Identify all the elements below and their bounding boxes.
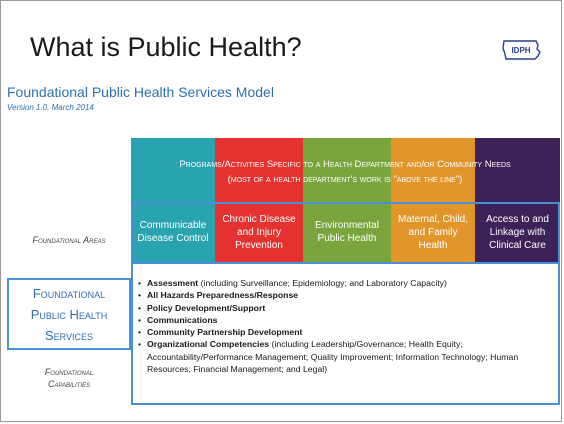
list-item: All Hazards Preparedness/Response xyxy=(138,289,556,302)
area-maternal-child: Maternal, Child, and Family Health xyxy=(391,202,475,262)
list-item: Community Partnership Development xyxy=(138,326,556,339)
band-segment-5 xyxy=(475,138,560,202)
iowa-state-logo-icon: IDPH xyxy=(502,40,541,60)
capabilities-list: Assessment (including Surveillance; Epid… xyxy=(138,277,556,375)
area-communicable-disease: Communicable Disease Control xyxy=(131,202,215,262)
area-clinical-care: Access to and Linkage with Clinical Care xyxy=(475,202,560,262)
band-segment-1 xyxy=(131,138,215,202)
slide-title: What is Public Health? xyxy=(30,32,302,62)
model-subtitle: Foundational Public Health Services Mode… xyxy=(7,84,274,100)
band-segment-2 xyxy=(215,138,303,202)
area-environmental-health: Environmental Public Health xyxy=(303,202,391,262)
foundational-services-box: Foundational Public Health Services xyxy=(7,278,131,350)
foundational-capabilities-label: Foundational Capabilities xyxy=(10,366,128,390)
list-item: Communications xyxy=(138,314,556,327)
foundational-areas-label: Foundational Areas xyxy=(32,235,106,245)
area-chronic-disease: Chronic Disease and Injury Prevention xyxy=(215,202,303,262)
band-segment-4 xyxy=(391,138,475,202)
fps-line-2: Public Health xyxy=(30,306,108,322)
programs-band-text: Programs/Activities Specific to a Health… xyxy=(130,157,560,187)
model-version: Version 1.0, March 2014 xyxy=(7,103,94,112)
list-item: Policy Development/Support xyxy=(138,302,556,315)
band-line-2: (most of a health department's work is "… xyxy=(227,174,463,185)
capabilities-label-line-2: Capabilities xyxy=(47,379,91,389)
band-line-1: Programs/Activities Specific to a Health… xyxy=(179,159,511,170)
list-item: Assessment (including Surveillance; Epid… xyxy=(138,277,556,290)
band-segment-3 xyxy=(303,138,391,202)
capabilities-label-line-1: Foundational xyxy=(44,367,94,377)
logo-text: IDPH xyxy=(511,46,530,55)
fps-line-3: Services xyxy=(44,327,94,343)
fps-line-1: Foundational xyxy=(32,285,106,301)
list-item: Organizational Competencies (including L… xyxy=(138,338,556,375)
